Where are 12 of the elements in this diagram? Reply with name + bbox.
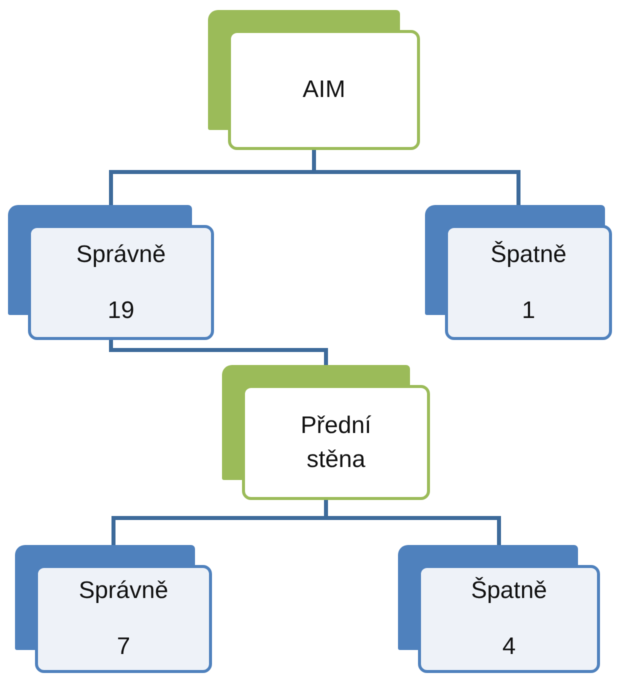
node-text: 4 bbox=[502, 632, 516, 662]
node-text: Špatně bbox=[470, 576, 548, 606]
node-text: 1 bbox=[522, 296, 536, 326]
node-text: Přední stěna bbox=[300, 410, 372, 474]
node-text: AIM bbox=[302, 75, 346, 106]
node-text: Správně bbox=[76, 240, 166, 270]
node-text: Správně bbox=[78, 576, 168, 606]
node-text: Špatně bbox=[490, 240, 567, 270]
node-text: 7 bbox=[116, 632, 130, 662]
node-text: 19 bbox=[108, 296, 134, 326]
connector-line bbox=[109, 340, 328, 365]
connector-line bbox=[312, 150, 520, 205]
